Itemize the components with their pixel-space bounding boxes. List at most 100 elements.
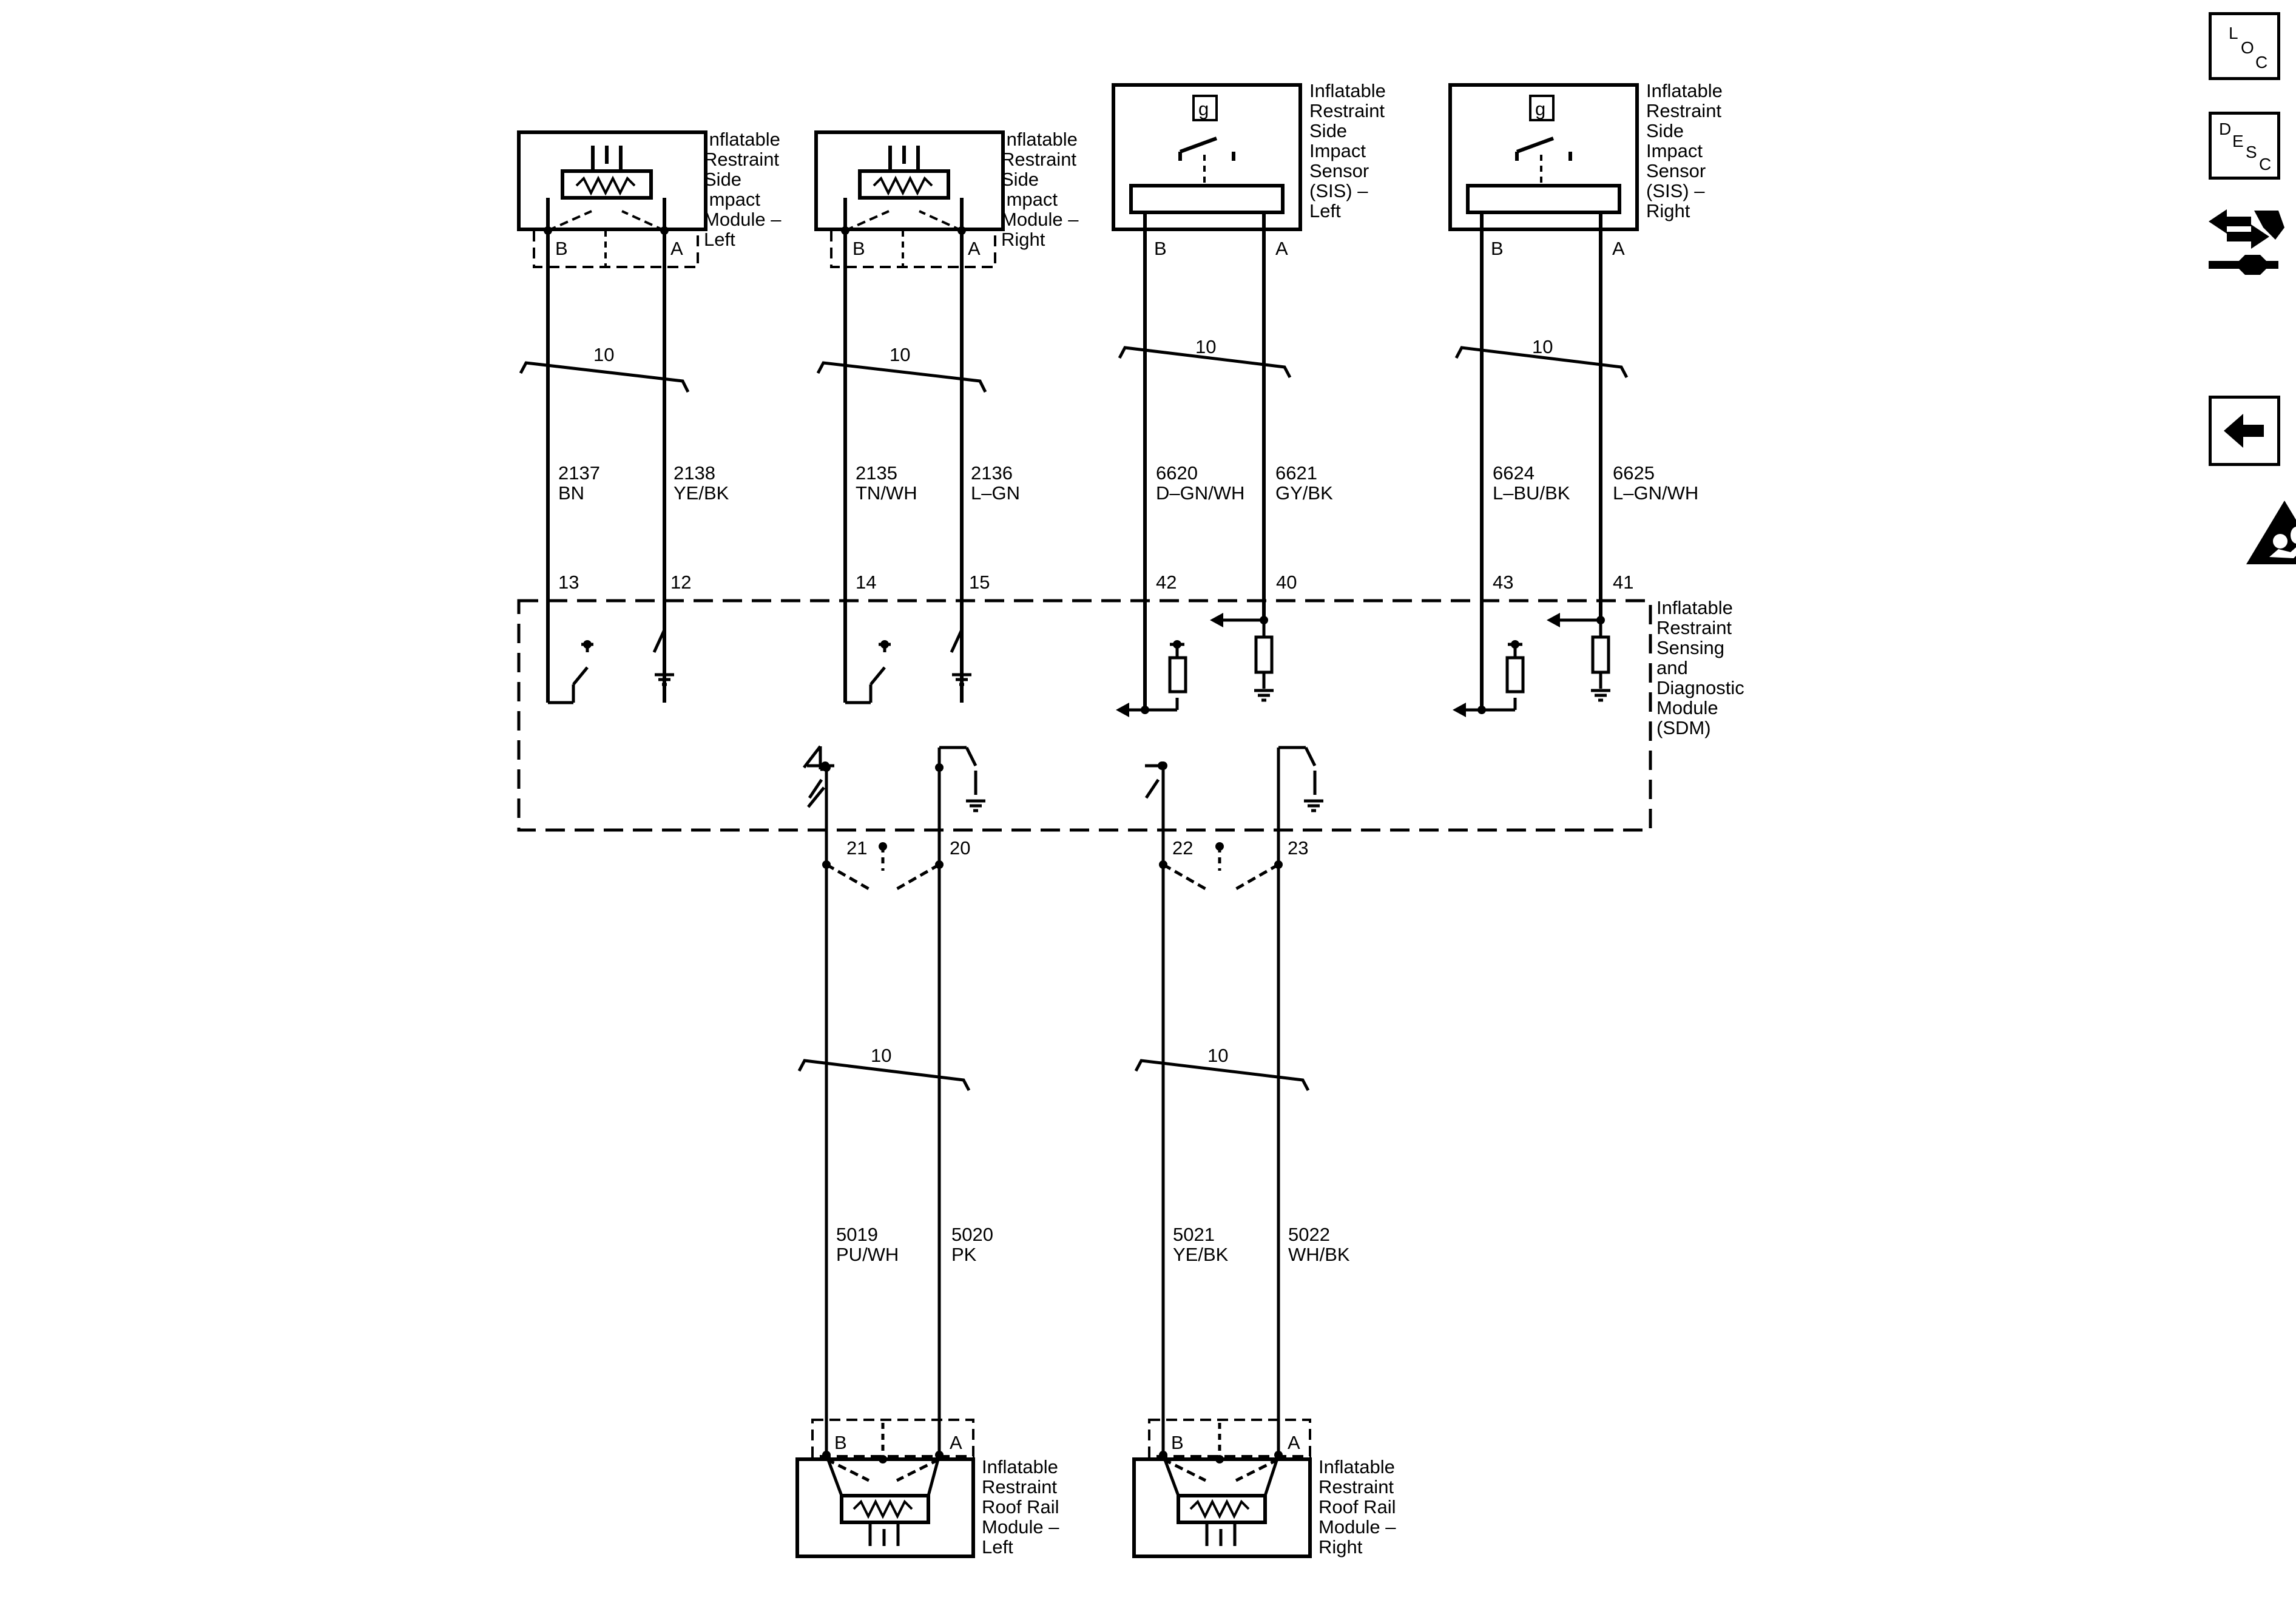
loc-button[interactable]: L O C: [2209, 12, 2280, 80]
roof-rail-connector-outline: [811, 1419, 974, 1457]
junction-dot: [1260, 616, 1268, 624]
sis-left-g-symbol: g: [1198, 98, 1209, 120]
junction-dot: [880, 640, 889, 649]
junction-dot: [1511, 640, 1519, 649]
twisted-pair-marker: [797, 1059, 971, 1092]
desc-button[interactable]: D E S C: [2209, 112, 2280, 180]
terminal-a-label: A: [670, 238, 683, 259]
sim-right-label-line: Inflatable: [1001, 129, 1078, 150]
sim-right-label-line: Side: [1001, 169, 1039, 190]
sim-left-label-line: Impact: [704, 189, 760, 210]
dashed-link: [1235, 863, 1280, 891]
sdm-label-line: and: [1656, 657, 1688, 678]
sis-left-label-line: Left: [1309, 200, 1341, 221]
wire-color: PK: [951, 1244, 977, 1265]
junction-dot: [957, 226, 966, 235]
dashed-link: [1235, 1457, 1280, 1482]
sdm-label-line: (SDM): [1656, 717, 1711, 738]
loc-letter-2: O: [2241, 38, 2254, 57]
wire-color: L–GN: [971, 482, 1020, 504]
dashed-link: [896, 863, 940, 891]
wire: [965, 746, 977, 767]
dashed-link: [896, 1457, 940, 1482]
loc-letter-1: L: [2229, 24, 2238, 42]
terminal-a-label: A: [1288, 1432, 1300, 1453]
circuit-number: 6625: [1613, 462, 1655, 484]
side-impact-sensor-right-symbol: [1448, 83, 1639, 231]
roof-rail-module-box: [795, 1457, 975, 1558]
dashed-link: [1162, 863, 1207, 891]
desc-letter-1: D: [2219, 120, 2232, 138]
wire-color: BN: [558, 482, 584, 504]
rrm-right-label-line: Restraint: [1319, 1476, 1394, 1497]
terminal-b-label: B: [1491, 238, 1504, 259]
wire-color: TN/WH: [856, 482, 917, 504]
loc-letter-3: C: [2255, 53, 2268, 72]
twisted-pair-count: 10: [1532, 336, 1553, 357]
airbag-warning-icon[interactable]: [2245, 498, 2296, 567]
wire: [1304, 746, 1317, 767]
sis-left-label-line: Impact: [1309, 140, 1366, 161]
sdm-pin-number: 12: [670, 572, 691, 593]
sdm-pin-number: 13: [558, 572, 579, 593]
twisted-pair-count: 10: [871, 1045, 891, 1066]
terminal-b-label: B: [1171, 1432, 1184, 1453]
wire-color: L–BU/BK: [1493, 482, 1570, 504]
signal-arrow: [1453, 703, 1466, 717]
sdm-pin-number: 40: [1276, 572, 1297, 593]
sim-left-label-line: Side: [704, 169, 741, 190]
twisted-pair-markers-upper: [519, 346, 1629, 393]
sis-left-label-line: Restraint: [1309, 100, 1385, 121]
sdm-label-line: Restraint: [1656, 617, 1732, 638]
terminal-a-label: A: [950, 1432, 962, 1453]
junction-dot: [1173, 640, 1181, 649]
junction-dot: [1596, 616, 1605, 624]
wire-color: GY/BK: [1275, 482, 1333, 504]
junction-dot: [660, 226, 669, 235]
sis-right-label-line: Sensor: [1646, 160, 1706, 181]
signal-arrow: [1116, 703, 1129, 717]
rrm-left-label-line: Roof Rail: [982, 1496, 1059, 1517]
sdm-pin-number: 43: [1493, 572, 1513, 593]
circuit-number: 2135: [856, 462, 897, 484]
rrm-left-label-line: Inflatable: [982, 1456, 1058, 1477]
rrm-right-label-line: Right: [1319, 1536, 1363, 1558]
terminal-a-label: A: [1612, 238, 1625, 259]
terminal-b-label: B: [834, 1432, 847, 1453]
signal-arrow: [1210, 613, 1223, 627]
desc-letter-4: C: [2259, 155, 2272, 174]
sis-left-label-line: (SIS) –: [1309, 180, 1368, 201]
twisted-pair-count: 10: [593, 344, 614, 365]
connector-repair-icon[interactable]: [2203, 203, 2288, 282]
upper-wires: [546, 229, 1602, 710]
sdm-label-line: Inflatable: [1656, 597, 1733, 618]
roof-rail-module-box: [1132, 1457, 1312, 1558]
rrm-right-label-line: Module –: [1319, 1516, 1396, 1538]
sim-right-label-line: Restraint: [1001, 149, 1076, 170]
sim-left-label-line: Restraint: [704, 149, 779, 170]
wire-color: PU/WH: [836, 1244, 899, 1265]
rrm-left-label-line: Left: [982, 1536, 1013, 1558]
sis-right-label-line: Side: [1646, 120, 1684, 141]
terminal-a-label: A: [968, 238, 981, 259]
circuit-number: 5022: [1288, 1224, 1330, 1245]
sim-left-label-line: Left: [704, 229, 735, 250]
back-button[interactable]: [2209, 396, 2280, 466]
sdm-pin-number: 23: [1288, 837, 1308, 859]
sdm-boundary: [517, 599, 1652, 832]
circuit-number: 2136: [971, 462, 1013, 484]
sim-right-label-line: Impact: [1001, 189, 1058, 210]
sis-right-label-line: Impact: [1646, 140, 1703, 161]
junction-dot: [583, 640, 592, 649]
sis-right-g-symbol: g: [1535, 98, 1545, 120]
sdm-label-line: Diagnostic: [1656, 677, 1744, 698]
rrm-right-label-line: Inflatable: [1319, 1456, 1395, 1477]
wire: [808, 778, 823, 799]
twisted-pair-marker: [1134, 1059, 1310, 1092]
sdm-label-line: Sensing: [1656, 637, 1724, 658]
rrm-right-label-line: Roof Rail: [1319, 1496, 1396, 1517]
junction-dot: [544, 226, 552, 235]
terminal-b-label: B: [555, 238, 568, 259]
back-arrow-icon: [2224, 414, 2264, 448]
sdm-pin-number: 20: [950, 837, 970, 859]
